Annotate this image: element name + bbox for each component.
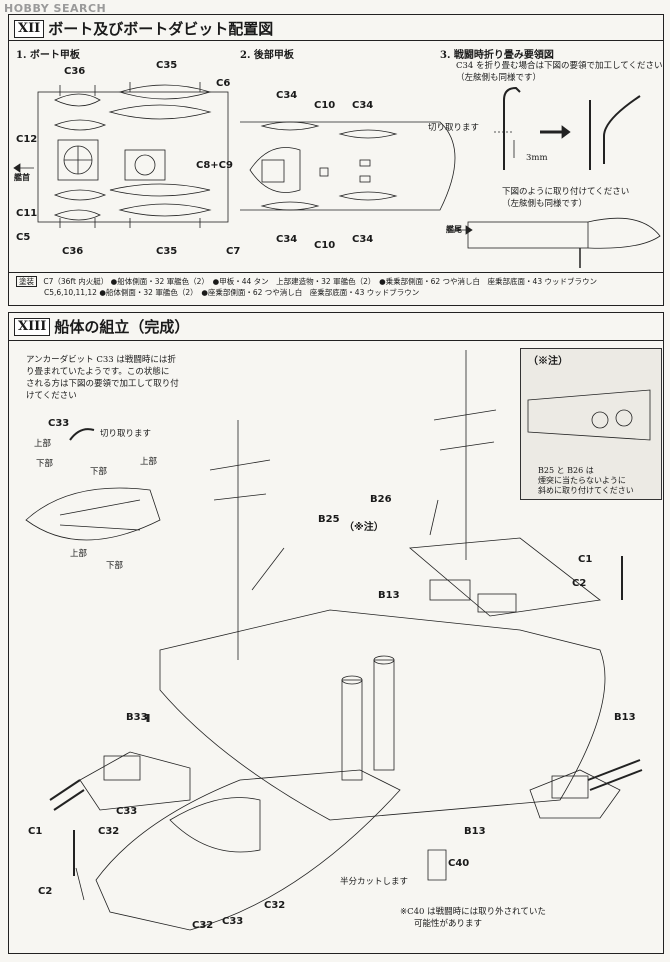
label-b26: B26: [370, 494, 392, 505]
label-c34-c: C34: [276, 234, 298, 245]
label-c33-b: C33: [222, 916, 244, 927]
inset-upper-label-2: 上部: [70, 549, 88, 559]
boat-deck-subtitle: 1. ボート甲板: [16, 50, 80, 61]
folding-subtitle: 3. 戦闘時折り畳み要領図: [440, 50, 554, 61]
label-b13-c: B13: [464, 826, 486, 837]
label-c11: C11: [16, 208, 38, 219]
anchor-upper-label: 上部: [34, 439, 52, 449]
paint-table: 塗装 C7（36ft 内火艇） ●船体側面・32 軍艦色（2） ●甲板・44 タ…: [16, 276, 656, 298]
label-c2-left: C2: [38, 886, 53, 897]
anchor-cut-label: 切り取ります: [100, 429, 152, 439]
mount-note: 下図のように取り付けてください （左舷側も同様です）: [502, 187, 630, 209]
label-c32-c: C32: [192, 920, 214, 931]
rear-deck-subtitle: 2. 後部甲板: [240, 50, 294, 61]
label-c36-top: C36: [64, 66, 86, 77]
label-c34-a: C34: [276, 90, 298, 101]
label-c2-right: C2: [572, 578, 587, 589]
label-c10-a: C10: [314, 100, 336, 111]
label-c1-right: C1: [578, 554, 593, 565]
inset-upper-label-1: 上部: [140, 457, 158, 467]
folding-note: C34 を折り畳む場合は下図の要領で加工してください （左舷側も同様です）: [456, 61, 663, 83]
section-13-frame: [8, 312, 664, 954]
watermark: HOBBY SEARCH: [4, 2, 107, 15]
label-c34-d: C34: [352, 234, 374, 245]
anchor-note: アンカーダビット C33 は戦闘時には折 り畳まれていたようです。この状態に さ…: [26, 355, 179, 401]
paint-tag: 塗装: [16, 276, 37, 287]
bow-direction-label: 艦首: [14, 173, 30, 182]
star-note-title: （※注）: [528, 356, 568, 367]
label-b13-b: B13: [614, 712, 636, 723]
label-c34-b: C34: [352, 100, 374, 111]
star-note-text: B25 と B26 は 煙突に当たらないように 斜めに取り付けてください: [538, 466, 634, 495]
label-b13-a: B13: [378, 590, 400, 601]
section-13-rule: [8, 340, 664, 341]
label-c8-c9: C8+C9: [196, 160, 233, 171]
section-13-number: XIII: [14, 317, 51, 336]
label-c40: C40: [448, 858, 470, 869]
section-13-title: XIII 船体の組立（完成）: [14, 316, 189, 337]
label-c12: C12: [16, 134, 38, 145]
section-13-heading: 船体の組立（完成）: [54, 318, 190, 336]
label-c35-bottom: C35: [156, 246, 178, 257]
stern-label: 艦尾: [446, 225, 462, 234]
section-12-title: XII ボート及びボートダビット配置図: [14, 18, 273, 39]
star-label: （※注）: [344, 522, 384, 533]
label-c6: C6: [216, 78, 231, 89]
label-c33-a: C33: [116, 806, 138, 817]
mm-label: 3mm: [526, 153, 548, 163]
section-12-heading: ボート及びボートダビット配置図: [48, 20, 274, 38]
anchor-c33-label: C33: [48, 418, 70, 429]
half-cut-label: 半分カットします: [340, 877, 409, 887]
section-12-number: XII: [14, 19, 45, 38]
label-c7: C7: [226, 246, 241, 257]
inset-lower-label-2: 下部: [106, 561, 124, 571]
inset-lower-label-1: 下部: [90, 467, 108, 477]
label-c10-b: C10: [314, 240, 336, 251]
anchor-lower-label: 下部: [36, 459, 54, 469]
section-12-rule: [8, 40, 664, 41]
paint-rule: [8, 272, 664, 273]
cut-label: 切り取ります: [428, 123, 480, 133]
section-12-frame: [8, 14, 664, 306]
label-b33: B33: [126, 712, 148, 723]
label-b25: B25: [318, 514, 340, 525]
label-c32-a: C32: [98, 826, 120, 837]
label-c35-top: C35: [156, 60, 178, 71]
label-c5: C5: [16, 232, 31, 243]
c40-note: ※C40 は戦闘時には取り外されていた 可能性があります: [400, 907, 546, 929]
label-c32-b: C32: [264, 900, 286, 911]
label-c36-bottom: C36: [62, 246, 84, 257]
star-note-inset: [520, 348, 662, 500]
label-c1-left: C1: [28, 826, 43, 837]
